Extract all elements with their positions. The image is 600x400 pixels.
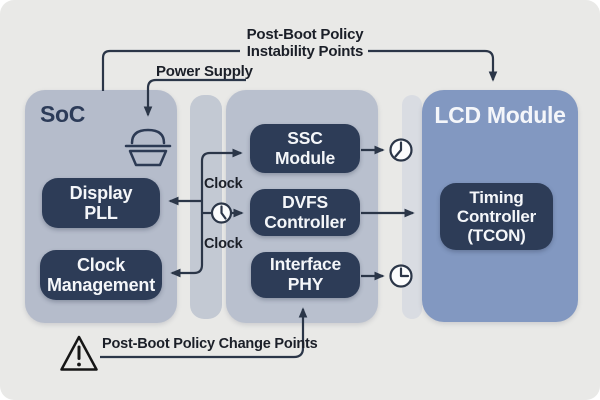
power-supply-connector (143, 78, 246, 117)
block-display-pll: Display PLL (42, 178, 160, 228)
change-points-label: Post-Boot Policy Change Points (102, 336, 318, 352)
basket-icon (124, 128, 172, 167)
clock-icon (389, 138, 413, 162)
clock-icon (210, 202, 233, 224)
power-supply-label: Power Supply (156, 63, 253, 80)
block-dvfs-controller: DVFS Controller (250, 189, 360, 236)
block-timing-controller-tcon: Timing Controller (TCON) (440, 183, 553, 250)
clock-junction-connector (168, 148, 244, 278)
instability-connector (101, 49, 498, 91)
clock-label-lower: Clock (204, 236, 243, 252)
clock-icon (389, 264, 413, 288)
lcd-module-title: LCD Module (434, 102, 566, 128)
block-clock-management: Clock Management (40, 250, 162, 300)
warning-triangle-icon (60, 335, 98, 371)
block-interface-phy: Interface PHY (251, 252, 360, 298)
change-points-connector (100, 307, 308, 359)
clock-label-upper: Clock (204, 176, 243, 192)
instability-points-label: Post-Boot Policy Instability Points (246, 26, 364, 60)
soc-title: SoC (40, 101, 86, 127)
block-ssc-module: SSC Module (250, 124, 360, 173)
